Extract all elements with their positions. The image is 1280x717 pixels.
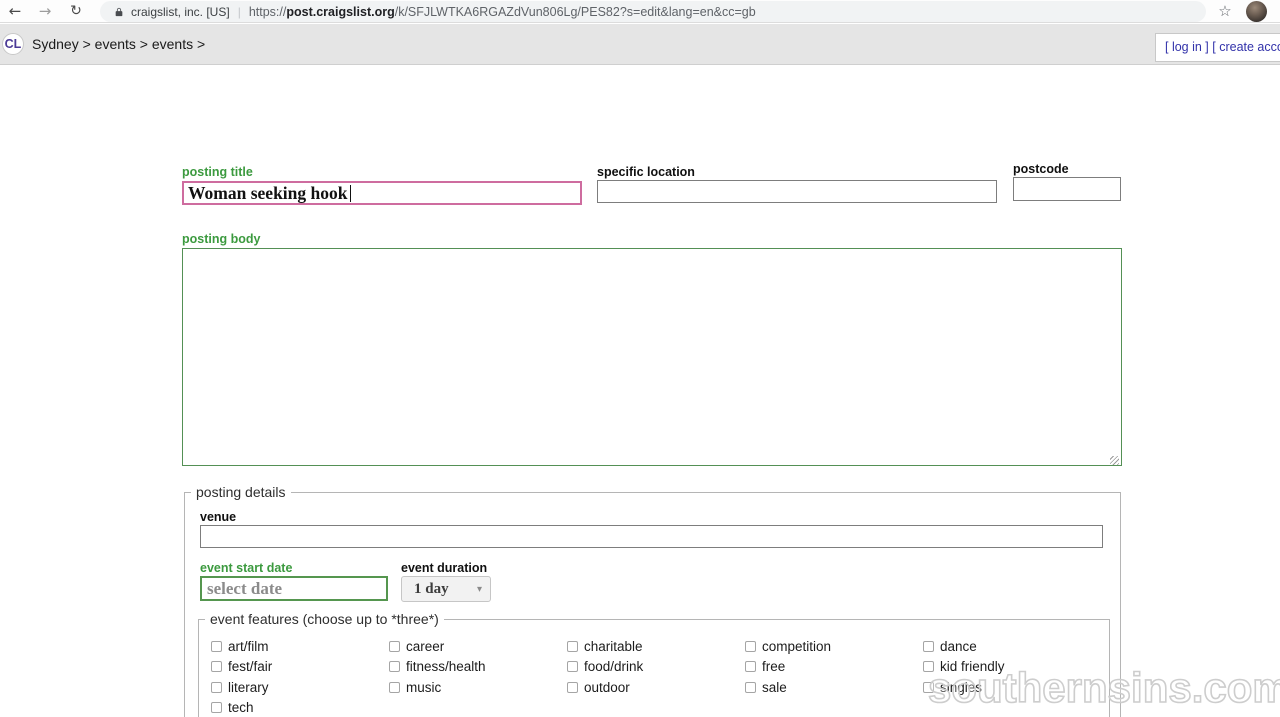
event-feature-option[interactable]: food/drink [567, 659, 745, 674]
reload-icon[interactable]: ↻ [70, 3, 82, 19]
page-header: CL Sydney > events > events > [ log in ]… [0, 24, 1280, 65]
event-duration-select[interactable]: 1 day ▾ [401, 576, 491, 602]
event-features-legend: event features (choose up to *three*) [210, 611, 439, 627]
checkbox-icon[interactable] [211, 640, 222, 652]
event-feature-option[interactable]: fest/fair [211, 659, 389, 674]
checkbox-icon[interactable] [389, 661, 400, 673]
url-domain: post.craigslist.org [286, 4, 395, 19]
event-feature-label: outdoor [584, 679, 630, 695]
url-path: /k/SFJLWTKA6RGAZdVun806Lg/PES82?s=edit&l… [394, 4, 756, 19]
specific-location-input[interactable] [597, 180, 997, 203]
craigslist-logo[interactable]: CL [2, 33, 24, 55]
event-feature-label: dance [940, 638, 977, 654]
checkbox-icon[interactable] [211, 661, 222, 673]
posting-details-fieldset: posting details [184, 484, 1121, 717]
event-feature-label: charitable [584, 638, 643, 654]
event-feature-option[interactable]: tech [211, 700, 389, 715]
browser-toolbar: ← → ↻ craigslist, inc. [US] | https://po… [0, 0, 1280, 23]
event-feature-label: tech [228, 700, 254, 716]
event-feature-option[interactable]: career [389, 639, 567, 654]
bookmark-star-icon[interactable]: ☆ [1218, 2, 1232, 20]
event-feature-label: sale [762, 679, 787, 695]
url-scheme: https:// [248, 4, 287, 19]
checkbox-icon[interactable] [389, 681, 400, 693]
textarea-resize-handle[interactable] [1110, 456, 1119, 465]
event-feature-option[interactable]: art/film [211, 639, 389, 654]
checkbox-icon[interactable] [745, 661, 756, 673]
posting-title-value: Woman seeking hook [188, 183, 348, 203]
profile-avatar[interactable] [1246, 1, 1267, 22]
posting-body-label: posting body [182, 232, 261, 246]
event-feature-option[interactable]: literary [211, 680, 389, 695]
venue-input[interactable] [200, 525, 1103, 548]
event-features-grid: art/film career charitable competition d… [211, 636, 1111, 717]
event-feature-option[interactable]: sale [745, 680, 923, 695]
checkbox-icon[interactable] [745, 640, 756, 652]
posting-body-textarea[interactable] [182, 248, 1122, 466]
event-feature-option[interactable]: charitable [567, 639, 745, 654]
posting-form: posting title Woman seeking hook specifi… [0, 65, 1280, 717]
checkbox-icon[interactable] [567, 640, 578, 652]
chevron-down-icon: ▾ [476, 583, 482, 595]
site-identity: craigslist, inc. [US] [131, 4, 230, 19]
event-duration-value: 1 day [414, 580, 449, 597]
url-separator: | [237, 4, 241, 19]
event-feature-label: art/film [228, 638, 269, 654]
event-feature-label: singles [940, 679, 983, 695]
checkbox-icon[interactable] [923, 640, 934, 652]
address-bar[interactable]: craigslist, inc. [US] | https://post.cra… [100, 1, 1206, 22]
checkbox-icon[interactable] [211, 702, 222, 714]
breadcrumb[interactable]: Sydney > events > events > [32, 36, 206, 52]
account-links: [ log in ] [ create account ] [1155, 33, 1280, 62]
event-feature-label: career [406, 638, 445, 654]
event-feature-option[interactable]: kid friendly [923, 659, 1101, 674]
event-feature-label: food/drink [584, 659, 644, 675]
event-feature-option[interactable]: competition [745, 639, 923, 654]
event-features-fieldset: event features (choose up to *three*) [198, 611, 1110, 717]
checkbox-icon[interactable] [567, 661, 578, 673]
event-feature-label: music [406, 679, 442, 695]
event-feature-option[interactable]: music [389, 680, 567, 695]
checkbox-icon[interactable] [745, 681, 756, 693]
lock-icon [114, 6, 124, 18]
specific-location-label: specific location [597, 165, 695, 179]
venue-label: venue [200, 510, 237, 524]
postcode-label: postcode [1013, 162, 1069, 176]
back-icon[interactable]: ← [8, 2, 22, 20]
event-start-date-input[interactable]: select date [200, 576, 388, 601]
event-feature-label: competition [762, 638, 832, 654]
event-feature-option[interactable]: free [745, 659, 923, 674]
event-feature-label: free [762, 659, 786, 675]
url-text: https://post.craigslist.org/k/SFJLWTKA6R… [249, 5, 756, 19]
event-feature-option[interactable]: dance [923, 639, 1101, 654]
event-feature-label: kid friendly [940, 659, 1005, 675]
posting-details-legend: posting details [196, 484, 286, 500]
text-caret [350, 184, 352, 202]
posting-title-label: posting title [182, 165, 253, 179]
event-feature-label: fest/fair [228, 659, 273, 675]
checkbox-icon[interactable] [923, 681, 934, 693]
forward-icon[interactable]: → [38, 2, 52, 20]
postcode-input[interactable] [1013, 177, 1121, 201]
event-feature-option[interactable]: singles [923, 680, 1101, 695]
event-feature-label: literary [228, 679, 269, 695]
event-duration-label: event duration [401, 561, 488, 575]
event-feature-label: fitness/health [406, 659, 486, 675]
event-start-date-label: event start date [200, 561, 293, 575]
checkbox-icon[interactable] [211, 681, 222, 693]
checkbox-icon[interactable] [389, 640, 400, 652]
checkbox-icon[interactable] [923, 661, 934, 673]
event-feature-option[interactable]: outdoor [567, 680, 745, 695]
checkbox-icon[interactable] [567, 681, 578, 693]
create-account-link[interactable]: [ create account ] [1212, 40, 1280, 54]
log-in-link[interactable]: [ log in ] [1165, 40, 1209, 54]
event-feature-option[interactable]: fitness/health [389, 659, 567, 674]
posting-title-input[interactable]: Woman seeking hook [182, 181, 582, 205]
